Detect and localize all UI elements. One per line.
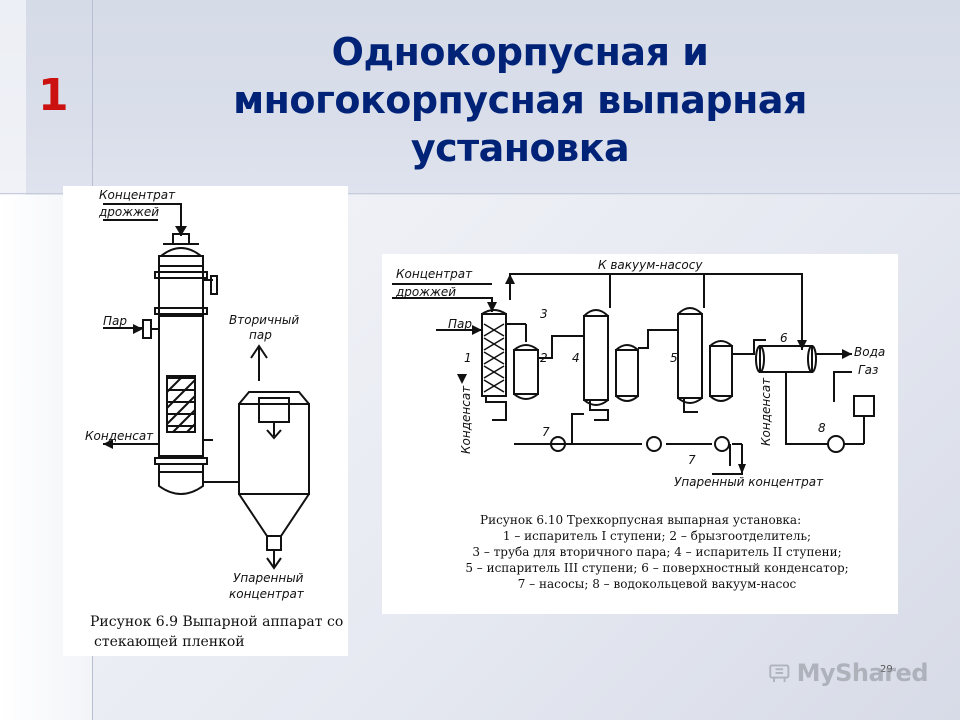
label-evaporated: Упаренный концентрат [674,475,824,489]
label-n6: 6 [780,331,788,345]
label-condensate: Конденсат [85,429,154,443]
label-n5: 5 [670,351,678,365]
label-n3: 3 [540,307,548,321]
figure-three-stage-panel: Концентрат дрожжей К вакуум-насосу Пар В… [382,254,898,614]
figure-three-stage-caption: Рисунок 6.10 Трехкорпусная выпарная уста… [432,512,882,592]
label-secondary-line1: Вторичный [229,313,299,327]
label-secondary-line2: пар [249,328,272,342]
caption-right-line4: 7 – насосы; 8 – водокольцевой вакуум-нас… [517,577,797,591]
left-accent [0,0,26,195]
label-concentrate-line1: Концентрат [396,267,473,281]
caption-right-line3: 5 – испаритель III ступени; 6 – поверхно… [465,561,849,575]
label-n1: 1 [464,351,472,365]
label-n7a: 7 [542,425,550,439]
three-stage-diagram: Концентрат дрожжей К вакуум-насосу Пар В… [392,258,885,489]
header-band [0,0,960,195]
label-concentrate-line2: дрожжей [98,205,159,219]
caption-right-line1: 1 – испаритель I ступени; 2 – брызгоотде… [502,529,812,543]
caption-right-title: Рисунок 6.10 Трехкорпусная выпарная уста… [480,513,802,527]
label-n7b: 7 [688,453,696,467]
horizontal-divider [0,193,960,194]
label-steam: Пар [103,314,127,328]
page-number: 29 [880,664,893,675]
label-n4: 4 [572,351,580,365]
label-concentrate-line1: Концентрат [99,188,176,202]
label-condensate-left: Конденсат [459,385,473,454]
slide-number: 1 [38,70,69,121]
evaporator-diagram: Концентрат дрожжей Пар Вторичный пар Кон… [85,188,310,601]
label-evaporated-line1: Упаренный [233,571,304,585]
label-n2: 2 [540,351,548,365]
title-line-1: Однокорпусная и [331,30,709,74]
caption-left-line1: Рисунок 6.9 Выпарной аппарат со [90,614,344,630]
label-condensate-right: Конденсат [759,377,773,446]
slide-title: Однокорпусная и многокорпусная выпарная … [140,28,900,172]
label-n8: 8 [818,421,826,435]
title-line-3: установка [410,126,630,170]
label-vacuum: К вакуум-насосу [598,258,703,272]
watermark: MyShared [768,655,929,691]
label-gas: Газ [858,363,878,377]
label-steam: Пар [448,317,472,331]
label-evaporated-line2: концентрат [229,587,305,601]
label-concentrate-line2: дрожжей [395,285,456,299]
projector-screen-icon [769,664,790,683]
caption-right-line2: 3 – труба для вторичного пара; 4 – испар… [472,545,842,559]
figure-evaporator-caption: Рисунок 6.9 Выпарной аппарат со стекающе… [90,612,352,652]
figure-evaporator-panel: Концентрат дрожжей Пар Вторичный пар Кон… [63,186,348,656]
label-water: Вода [854,345,885,359]
watermark-text: MyShared [796,659,929,687]
title-line-2: многокорпусная выпарная [233,78,807,122]
caption-left-line2: стекающей пленкой [94,634,245,650]
